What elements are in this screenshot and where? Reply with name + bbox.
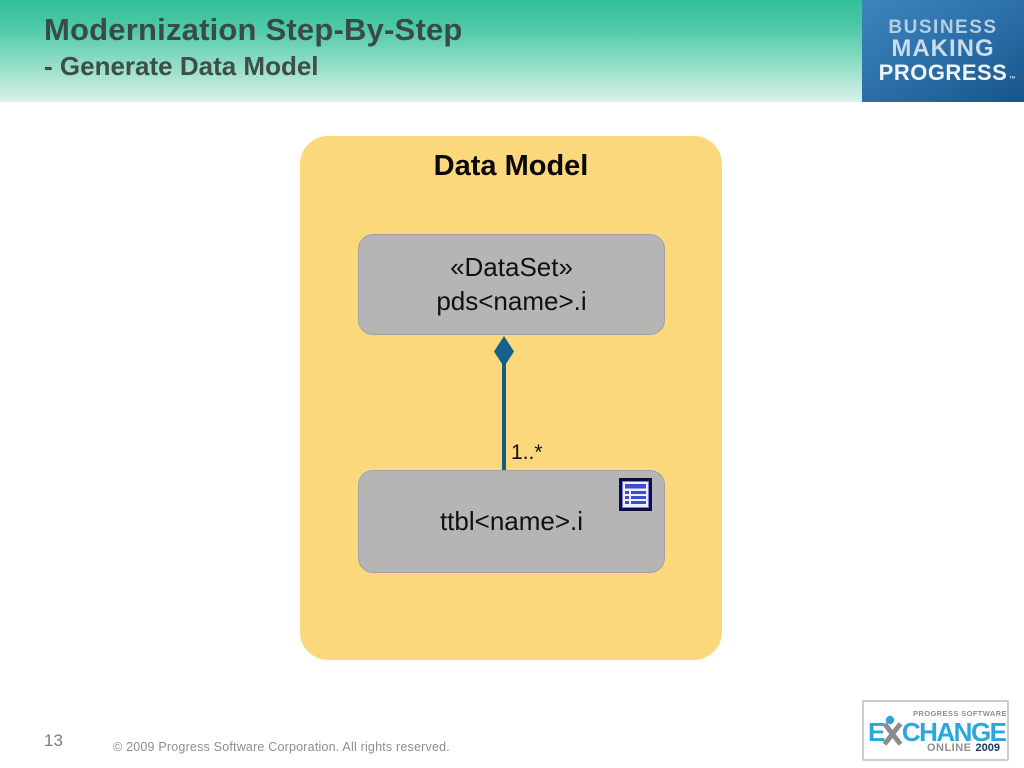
brand-line-progress: PROGRESS ™ (878, 59, 1016, 85)
dataset-node: «DataSet» pds<name>.i (358, 234, 665, 335)
trademark-symbol: ™ (1008, 75, 1017, 83)
table-icon (619, 478, 652, 511)
panel-title: Data Model (433, 150, 589, 182)
page-number: 13 (44, 731, 63, 750)
dataset-stereotype: «DataSet» (450, 251, 573, 282)
exchange-wordmark: E CHANGE (868, 715, 1007, 747)
table-node: ttbl<name>.i (358, 470, 665, 573)
brand-line-making: MAKING (891, 34, 995, 62)
header-band: Modernization Step-By-Step - Generate Da… (0, 0, 1024, 102)
dataset-label: pds<name>.i (436, 285, 587, 316)
online-text: ONLINE (926, 742, 972, 754)
multiplicity-label: 1..* (511, 441, 543, 464)
exchange-letter-e: E (868, 717, 885, 747)
exchange-letters-change: CHANGE (901, 717, 1007, 747)
brand-line-business: BUSINESS (888, 16, 998, 38)
exchange-logo-top-text: PROGRESS SOFTWARE (913, 709, 1007, 718)
composition-diamond-icon (494, 336, 514, 367)
copyright-text: © 2009 Progress Software Corporation. Al… (113, 740, 450, 754)
brand-progress-text: PROGRESS (878, 59, 1008, 85)
slide-subtitle: - Generate Data Model (44, 51, 319, 81)
year-text: 2009 (975, 742, 1000, 754)
person-x-icon (882, 715, 903, 746)
slide-title: Modernization Step-By-Step (44, 12, 463, 47)
data-model-panel: Data Model «DataSet» pds<name>.i 1..* tt… (300, 136, 722, 660)
progress-brand-logo: BUSINESS MAKING PROGRESS ™ (862, 0, 1024, 102)
connector-line (502, 362, 506, 471)
table-node-label: ttbl<name>.i (439, 505, 584, 536)
